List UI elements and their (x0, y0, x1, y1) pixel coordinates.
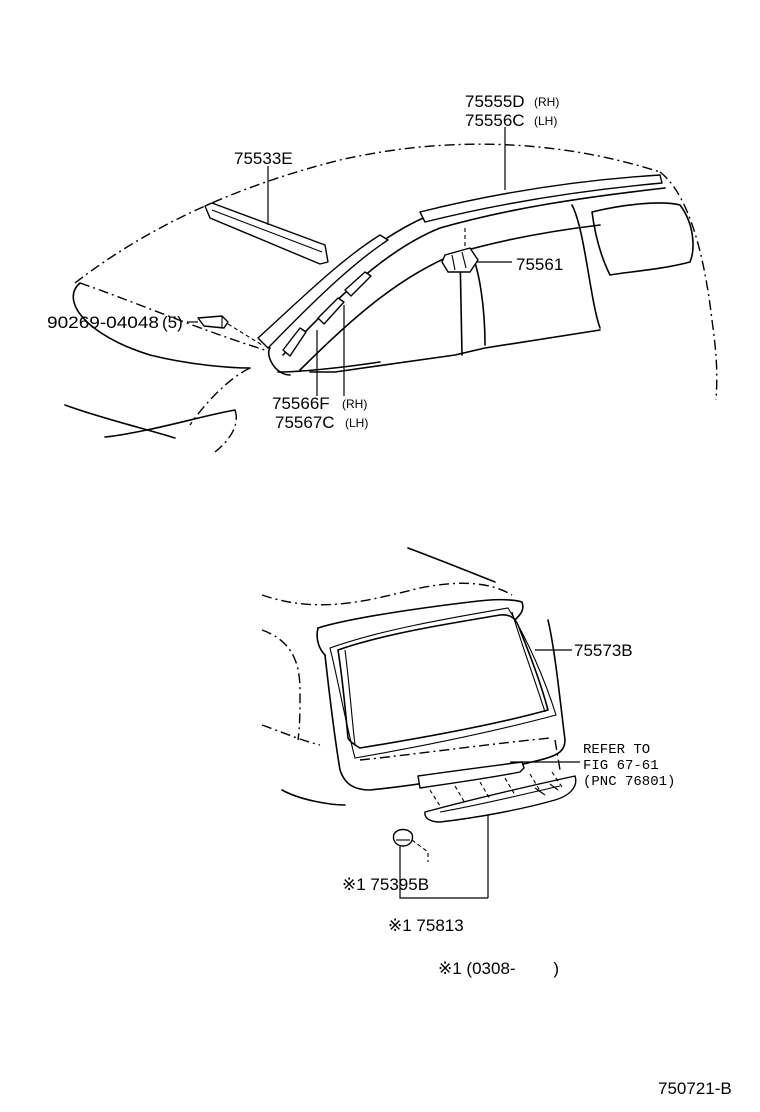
label-clip-bolt-qty: (5) (162, 313, 183, 332)
label-roof-moulding-rh-side: (RH) (534, 95, 559, 109)
vehicle-back-door-illustration (261, 547, 577, 862)
label-pillar-moulding-lh-side: (LH) (345, 416, 368, 430)
label-roof-moulding-lh-side: (LH) (534, 114, 557, 128)
figure-id: 750721-B (658, 1079, 732, 1098)
label-clip-bolt: 90269-04048 (47, 313, 159, 332)
label-clip: 75561 (516, 255, 563, 274)
label-roof-moulding-lh: 75556C (465, 111, 525, 130)
label-roof-moulding-rh: 75555D (465, 92, 525, 111)
lower-leader-lines (399, 649, 580, 899)
upper-leader-lines (187, 127, 512, 396)
label-back-window-moulding: 75573B (574, 641, 633, 660)
refer-note-line1: REFER TO (583, 742, 650, 758)
label-pillar-moulding-rh: 75566F (272, 394, 330, 413)
production-date-note: ※1 (0308- ) (438, 959, 559, 978)
label-garnish: ※1 75813 (388, 916, 464, 935)
label-front-roof-moulding: 75533E (234, 149, 293, 168)
refer-note-line2: FIG 67-61 (583, 758, 659, 774)
label-pillar-moulding-rh-side: (RH) (342, 397, 367, 411)
label-garnish-clip: ※1 75395B (342, 875, 429, 894)
label-pillar-moulding-lh: 75567C (275, 413, 335, 432)
refer-note-line3: (PNC 76801) (583, 774, 675, 790)
vehicle-roof-illustration (64, 143, 718, 453)
